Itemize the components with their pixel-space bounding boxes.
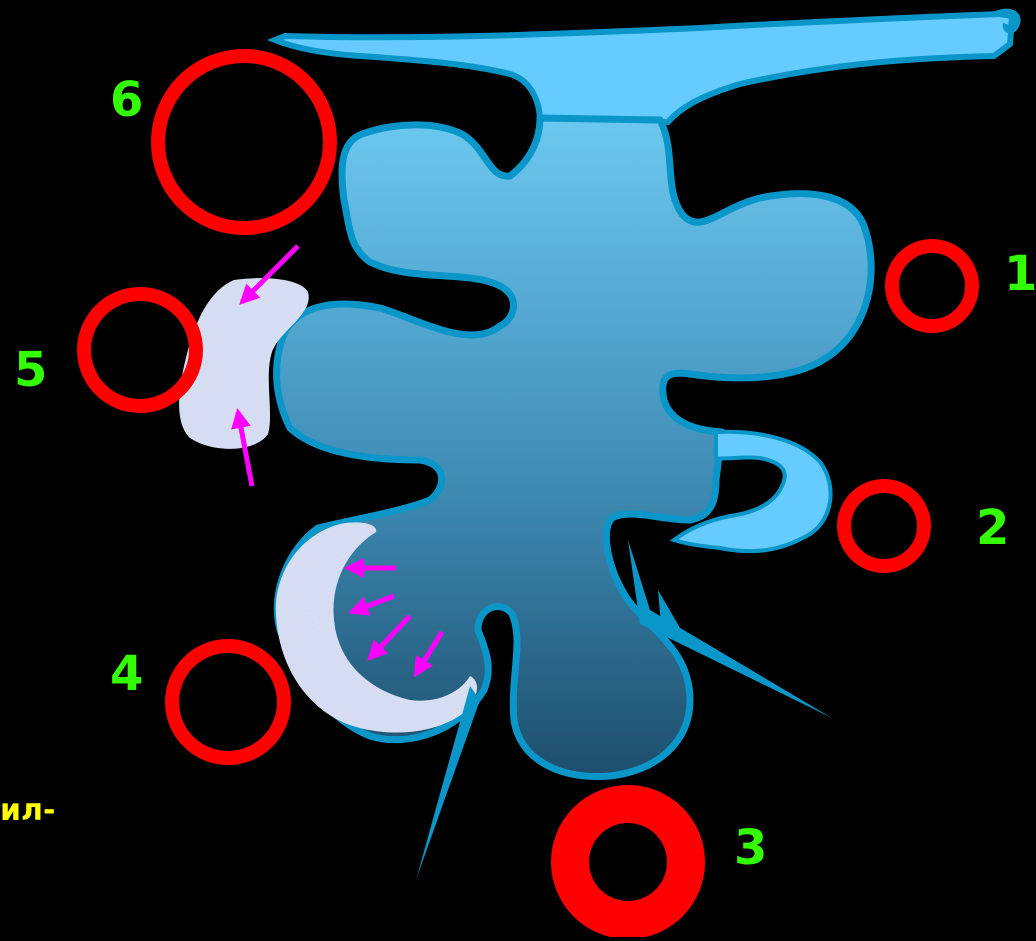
caption-fragment: ил- [0, 793, 56, 828]
membrane-pocket-right [669, 429, 833, 554]
spike-right-2 [658, 590, 680, 636]
label-3: 3 [734, 820, 768, 876]
top-membrane-hook [994, 8, 1021, 34]
spike-lower-left [416, 686, 480, 880]
label-4: 4 [110, 646, 144, 702]
ring-marker-5 [77, 287, 203, 413]
ring-marker-3 [551, 785, 705, 939]
label-2: 2 [976, 500, 1010, 556]
ring-marker-2 [837, 479, 931, 573]
top-membrane-band [266, 10, 1016, 125]
magenta-arrow [348, 593, 395, 616]
vesicle-4-texture [275, 522, 477, 733]
ring-marker-1 [885, 239, 979, 333]
magenta-arrow [367, 614, 412, 661]
magenta-arrow [231, 408, 255, 487]
magenta-arrow [413, 630, 445, 678]
label-6: 6 [110, 72, 144, 128]
ring-marker-6 [151, 49, 337, 235]
cell-body [273, 114, 875, 780]
label-1: 1 [1004, 246, 1036, 302]
magenta-arrow [239, 244, 300, 305]
label-5: 5 [14, 342, 48, 398]
ring-marker-4 [165, 639, 291, 765]
vesicle-5-texture [179, 278, 309, 449]
